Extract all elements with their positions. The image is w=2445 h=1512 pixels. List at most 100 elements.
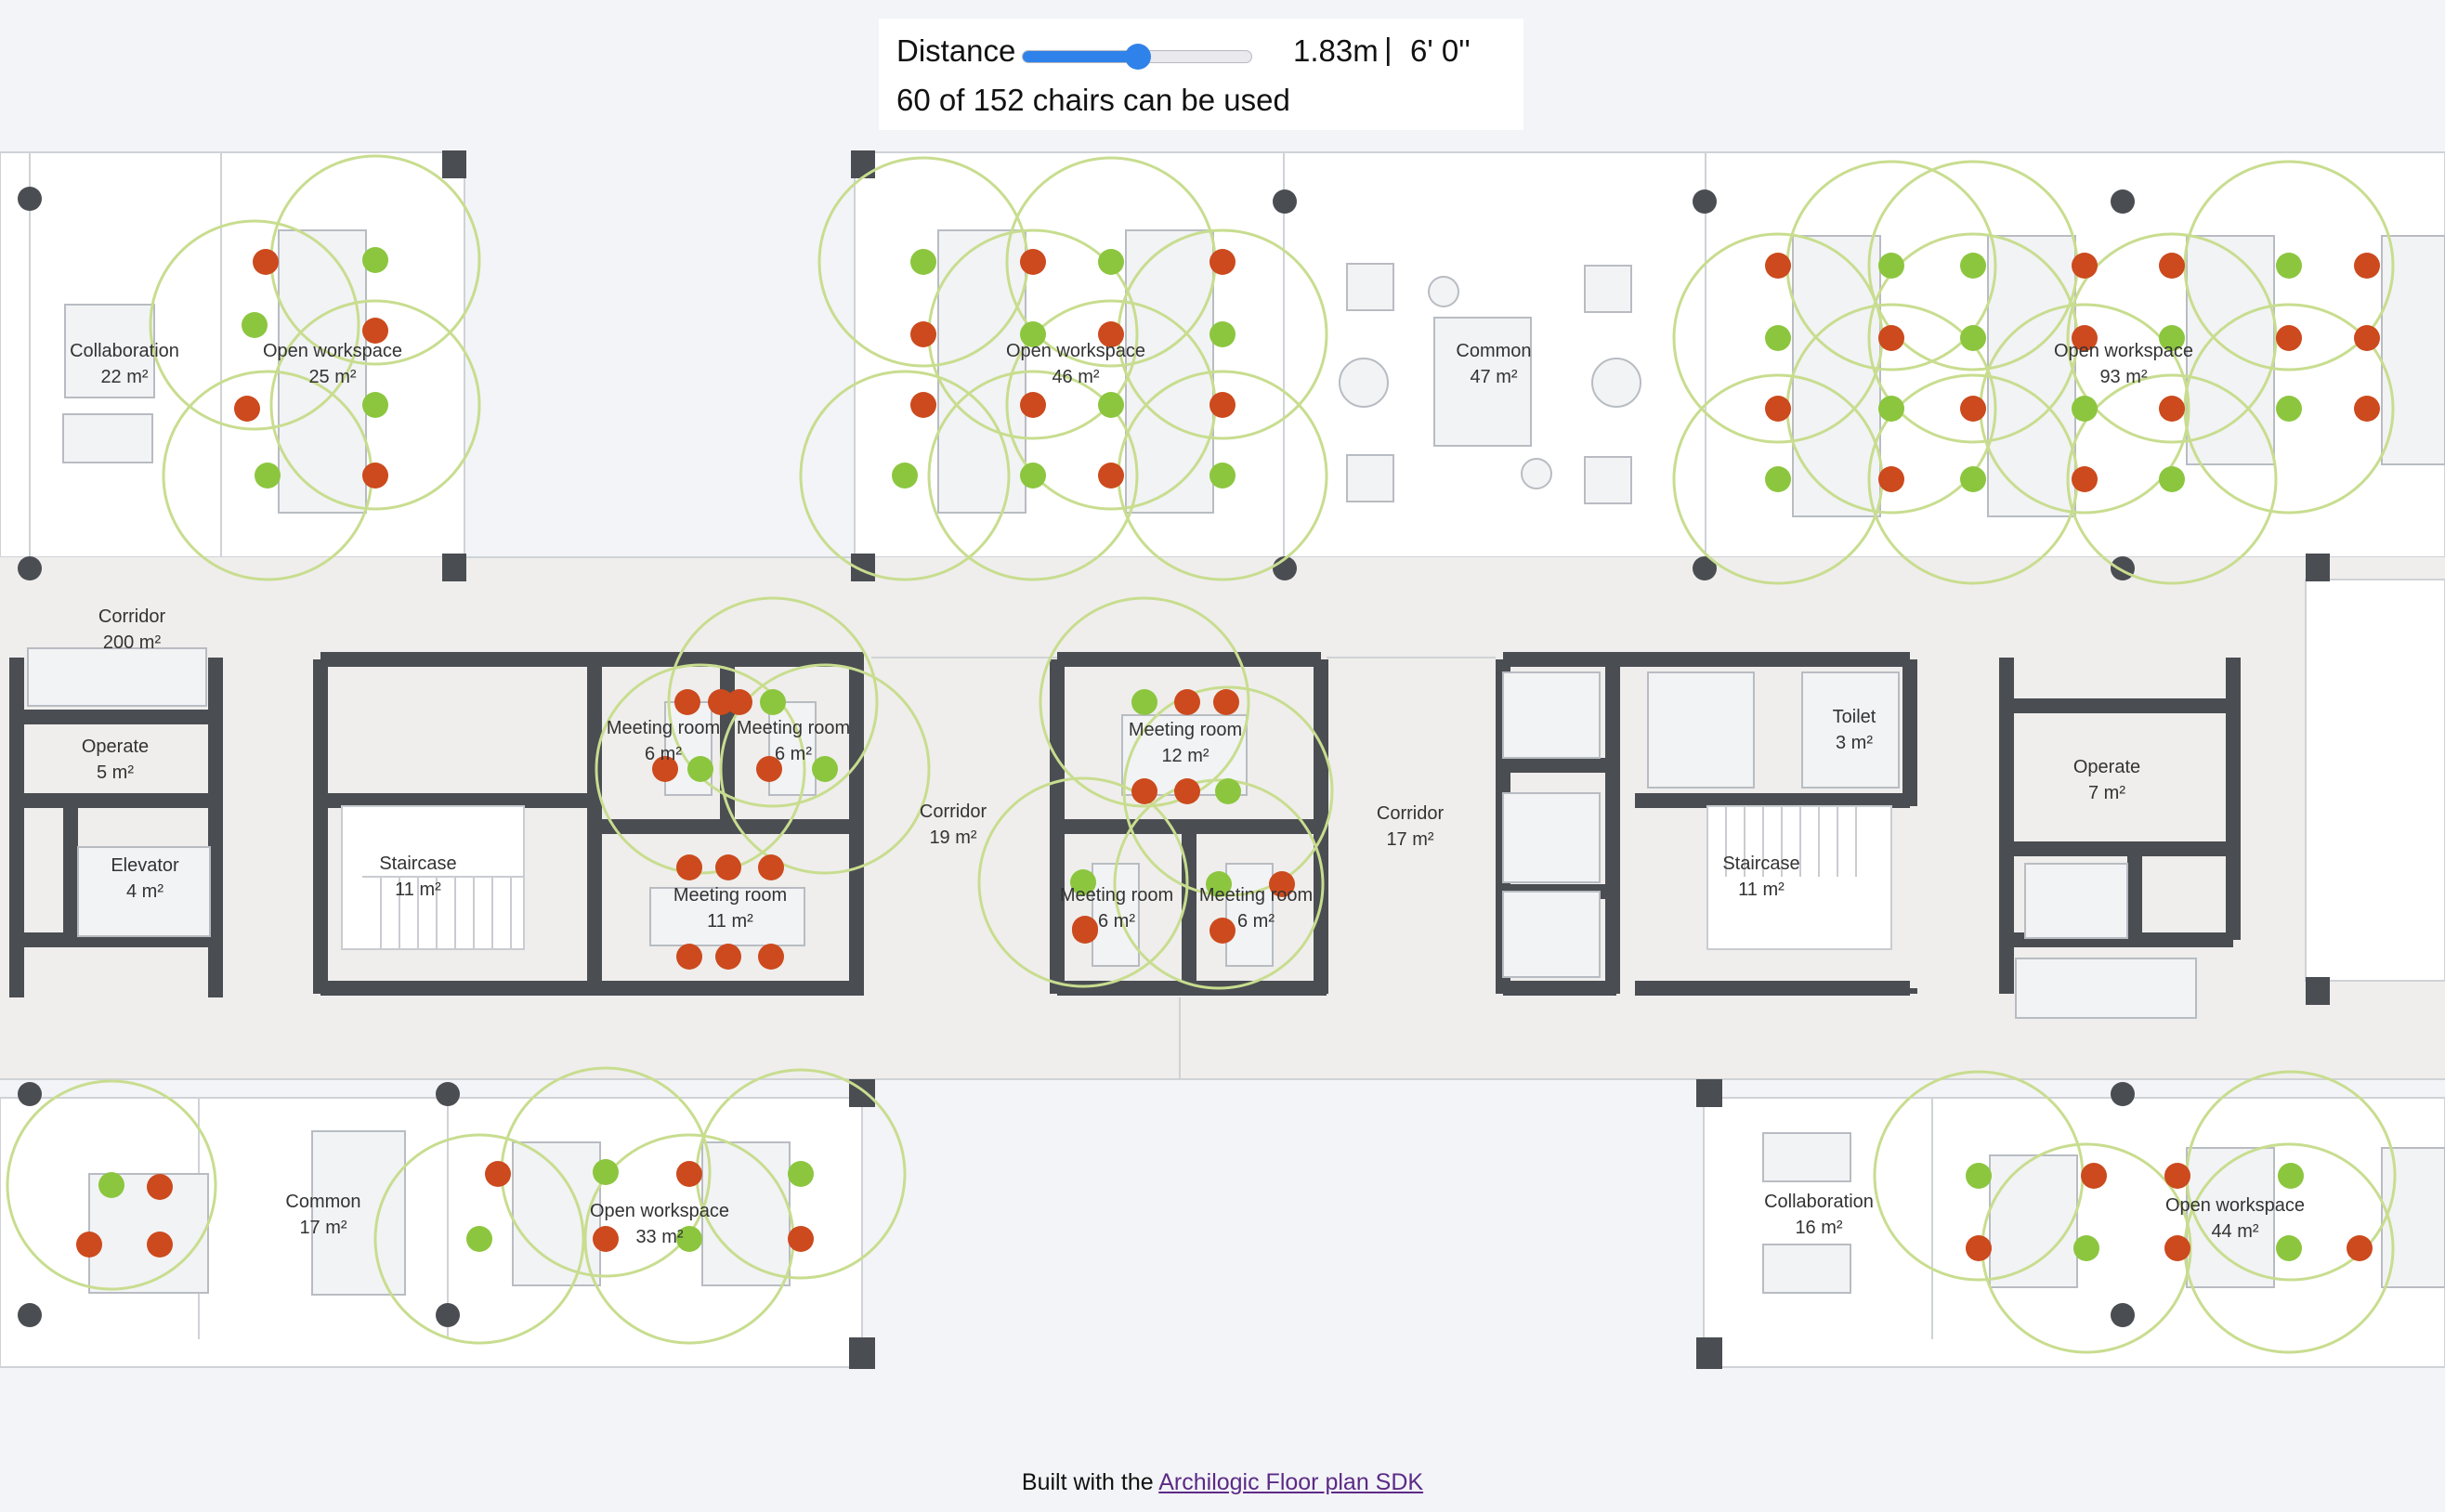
chair-usable: [2276, 396, 2302, 422]
chair-usable: [1765, 325, 1791, 351]
chair-usable: [1765, 466, 1791, 492]
distance-ring: [927, 370, 1139, 581]
chair-usable: [1070, 869, 1096, 895]
space-name: Corridor: [920, 802, 987, 822]
room-divisions: [0, 152, 2445, 1339]
chair-usable: [1960, 253, 1986, 279]
distance-ring: [149, 219, 360, 431]
chair-blocked: [715, 944, 741, 970]
distance-ring: [2066, 373, 2278, 585]
slider-thumb[interactable]: [1125, 44, 1151, 70]
space-area: 6 m²: [645, 744, 682, 764]
chair-blocked: [76, 1232, 102, 1258]
chair-blocked: [1765, 396, 1791, 422]
distance-ring: [667, 596, 879, 808]
chair-blocked: [1174, 689, 1200, 715]
space-name: Operate: [2073, 757, 2140, 777]
space-name: Open workspace: [2054, 341, 2193, 361]
space-name: Open workspace: [590, 1201, 729, 1221]
chair-blocked: [485, 1161, 511, 1187]
space-area: 11 m²: [1738, 880, 1785, 900]
chair-blocked: [234, 396, 260, 422]
chair-blocked: [1878, 325, 1904, 351]
space-area: 11 m²: [707, 911, 753, 932]
space-label-corridor-c1: Corridor 19 m²: [920, 802, 987, 848]
chair-usable: [910, 249, 936, 275]
chair-blocked: [362, 318, 388, 344]
chair-blocked: [1072, 918, 1098, 944]
distance-ring: [373, 1133, 585, 1345]
chair-usable: [2072, 396, 2098, 422]
chair-blocked: [726, 689, 752, 715]
distance-ring: [1113, 778, 1325, 990]
chair-usable: [1878, 253, 1904, 279]
chair-blocked: [2276, 325, 2302, 351]
space-name: Meeting room: [1060, 885, 1173, 906]
space-area: 200 m²: [103, 632, 162, 653]
space-name: Toilet: [1833, 707, 1876, 727]
chair-blocked: [758, 854, 784, 880]
chair-blocked: [2354, 396, 2380, 422]
chair-blocked: [147, 1174, 173, 1200]
chair-blocked: [1765, 253, 1791, 279]
chair-usable: [1131, 689, 1157, 715]
distance-imperial-value: 6' 0'': [1410, 33, 1471, 68]
chair-blocked: [910, 392, 936, 418]
chair-usable: [2159, 466, 2185, 492]
chair-blocked: [652, 756, 678, 782]
chair-usable: [2278, 1163, 2304, 1189]
chair-usable: [1098, 249, 1124, 275]
chair-usable: [1960, 466, 1986, 492]
slider-fill: [1023, 51, 1138, 62]
distance-ring: [269, 299, 481, 511]
space-area: 19 m²: [929, 828, 976, 848]
space-area: 17 m²: [299, 1218, 346, 1238]
space-name: Open workspace: [1006, 341, 1145, 361]
chair-usable: [242, 312, 268, 338]
chair-usable: [1960, 325, 1986, 351]
space-name: Common: [1456, 341, 1531, 361]
chair-blocked: [715, 854, 741, 880]
chair-usable: [98, 1172, 124, 1198]
chair-usable: [2276, 253, 2302, 279]
distance-slider[interactable]: [1022, 44, 1252, 70]
right-edge-zone: [2305, 579, 2445, 982]
space-area: 6 m²: [1237, 911, 1275, 932]
chair-blocked: [1269, 871, 1295, 897]
distance-ring: [977, 776, 1189, 988]
chair-blocked: [1209, 392, 1236, 418]
chair-usable: [362, 247, 388, 273]
chair-usable: [760, 689, 786, 715]
chair-blocked: [1098, 463, 1124, 489]
distance-ring: [799, 370, 1011, 581]
chair-blocked: [708, 689, 734, 715]
space-name: Open workspace: [263, 341, 402, 361]
chair-blocked: [2081, 1163, 2107, 1189]
chair-usable: [1206, 871, 1232, 897]
sdk-link[interactable]: Archilogic Floor plan SDK: [1158, 1469, 1424, 1495]
chair-usable: [466, 1226, 492, 1252]
footer: Built with the Archilogic Floor plan SDK: [0, 1469, 2445, 1496]
space-area: 6 m²: [1098, 911, 1135, 932]
chair-usable: [1966, 1163, 1992, 1189]
chair-blocked: [1213, 689, 1239, 715]
chair-usable: [1209, 463, 1236, 489]
space-area: 5 m²: [97, 763, 134, 783]
chair-blocked: [1878, 466, 1904, 492]
distance-ring: [1039, 596, 1250, 808]
space-name: Open workspace: [2165, 1195, 2305, 1216]
space-area: 44 m²: [2211, 1221, 2258, 1242]
